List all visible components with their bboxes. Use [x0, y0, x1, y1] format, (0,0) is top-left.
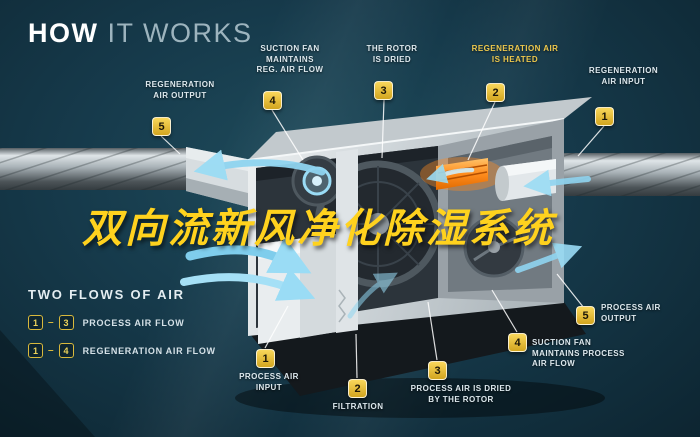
legend-badge-end: 3 [58, 315, 74, 330]
callout-badge-3-process-air-dried: 3 [428, 361, 447, 380]
callout-badge-5-reg-air-output: 5 [152, 117, 171, 136]
legend-label-regeneration-air-flow: REGENERATION AIR FLOW [82, 345, 216, 356]
callout-label-process-air-input: PROCESS AIR INPUT [239, 372, 299, 392]
callout-badge-1-process-air-input: 1 [256, 349, 275, 368]
legend-badge-end: 4 [58, 343, 74, 358]
callout-badge-4-suction-fan-process: 4 [508, 333, 527, 352]
page-title: HOW IT WORKS [28, 18, 253, 49]
legend-dash: – [48, 317, 54, 328]
left-duct [0, 147, 252, 208]
page-title-light: IT WORKS [107, 18, 253, 48]
legend-row-regeneration: 1 – 4 REGENERATION AIR FLOW [28, 343, 216, 358]
regen-intake-arrow [523, 169, 591, 197]
callout-label-process-air-dried: PROCESS AIR IS DRIED BY THE ROTOR [410, 384, 512, 404]
legend-two-flows: TWO FLOWS OF AIR 1 – 3 PROCESS AIR FLOW … [28, 287, 216, 358]
callout-label-process-air-output: PROCESS AIR OUTPUT [601, 303, 661, 323]
callout-label-reg-air-heated: REGENERATION AIR IS HEATED [471, 44, 559, 64]
air-flow-arrows [180, 149, 591, 319]
callout-badge-1-reg-air-input: 1 [595, 107, 614, 126]
page-title-bold: HOW [28, 18, 99, 48]
legend-badge-start: 1 [28, 315, 43, 330]
legend-heading: TWO FLOWS OF AIR [28, 287, 185, 302]
process-exit-arrow [515, 242, 583, 273]
filter-panel [336, 149, 358, 333]
chinese-system-title: 双向流新风净化除湿系统 [82, 206, 555, 252]
callout-badge-5-process-air-output: 5 [576, 306, 595, 325]
process-intake-arrow-2 [180, 267, 316, 301]
legend-badge-start: 1 [28, 343, 43, 358]
callout-label-rotor-dried: THE ROTOR IS DRIED [366, 44, 418, 64]
process-fan [463, 216, 525, 278]
callout-lines [160, 99, 605, 379]
legend-row-process: 1 – 3 PROCESS AIR FLOW [28, 315, 216, 330]
filtered-air-arrow [347, 272, 398, 319]
callout-label-reg-air-output: REGENERATION AIR OUTPUT [145, 80, 215, 100]
callout-label-reg-air-input: REGENERATION AIR INPUT [588, 66, 659, 86]
callout-badge-2-reg-air-heated: 2 [486, 83, 505, 102]
callout-badge-3-rotor-dried: 3 [374, 81, 393, 100]
heated-air-arrow [426, 163, 475, 184]
callout-label-suction-fan-reg: SUCTION FAN MAINTAINS REG. AIR FLOW [256, 44, 324, 75]
heater-element [436, 158, 488, 190]
callout-badge-4-suction-fan-reg: 4 [263, 91, 282, 110]
corner-shade [0, 330, 95, 437]
callout-label-suction-fan-process: SUCTION FAN MAINTAINS PROCESS AIR FLOW [532, 338, 625, 369]
process-intake-arrow-1 [185, 236, 312, 274]
callout-label-filtration: FILTRATION [332, 402, 384, 411]
legend-label-process-air-flow: PROCESS AIR FLOW [82, 317, 185, 328]
right-duct [550, 153, 700, 196]
callout-badge-2-filtration: 2 [348, 379, 367, 398]
legend-dash: – [48, 345, 54, 356]
regen-exit-arrow [193, 149, 326, 181]
